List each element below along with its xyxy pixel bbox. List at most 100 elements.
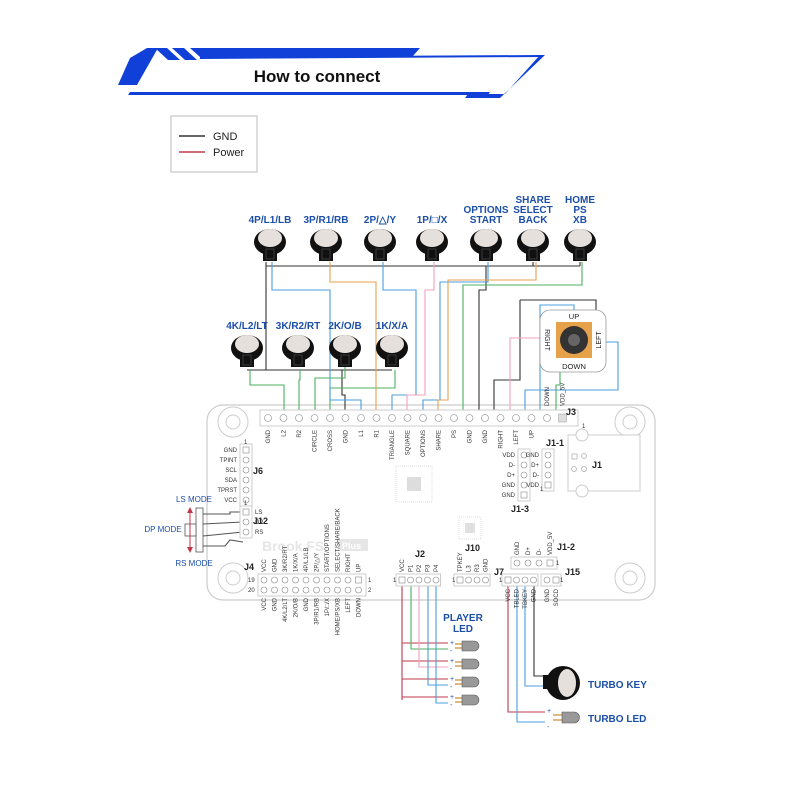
button-cap xyxy=(420,229,444,247)
j3-pin xyxy=(341,414,350,422)
j3-name: J3 xyxy=(566,407,576,417)
j4-bottom-pin-label: LEFT xyxy=(346,598,352,613)
button-stem xyxy=(385,352,399,367)
j3-pin xyxy=(279,414,288,422)
button-stem xyxy=(526,246,540,261)
j3-pin-label: DOWN xyxy=(545,387,551,406)
pin-square xyxy=(544,481,552,489)
button-cap xyxy=(314,229,338,247)
pin xyxy=(544,471,552,479)
legend: GND Power xyxy=(170,115,258,173)
button-label: XB xyxy=(573,215,587,226)
j4-name: J4 xyxy=(244,562,254,572)
player-led-label-1: PLAYER xyxy=(443,613,483,624)
wire-down xyxy=(555,372,561,418)
j2-name: J2 xyxy=(415,549,425,559)
j3-pin xyxy=(310,414,319,422)
j6-pin-label: TPRST xyxy=(217,488,237,494)
wire-dp xyxy=(202,521,244,525)
wire-tbled xyxy=(516,585,545,723)
j12-name: J12 xyxy=(253,516,268,526)
usb-pad xyxy=(581,466,587,472)
pin xyxy=(292,586,299,594)
button-label: 1P/□/X xyxy=(417,215,448,226)
pin xyxy=(530,576,537,584)
pin xyxy=(520,481,528,489)
wire-cross xyxy=(329,370,396,418)
j3-pin-label: TRIANGLE xyxy=(390,430,396,460)
j7-pin-label: GND xyxy=(532,588,538,602)
pin xyxy=(271,576,278,584)
banner-top-bar xyxy=(190,48,420,57)
usb-tab xyxy=(575,484,589,498)
wire-options xyxy=(422,262,489,418)
led-minus-sign: - xyxy=(450,648,453,655)
usb-tab xyxy=(575,428,589,442)
j3-pin-label: OPTIONS xyxy=(421,430,427,457)
button-stem xyxy=(319,246,333,261)
j2-pin-label: P2 xyxy=(417,564,423,572)
pin-square xyxy=(242,446,250,454)
pin xyxy=(513,576,520,584)
led-plus-sign: + xyxy=(547,708,551,715)
j1-2-pin-label: D- xyxy=(537,549,543,555)
j4-top-pin-label: RIGHT xyxy=(346,553,352,572)
pin xyxy=(520,451,528,459)
j3-pin xyxy=(326,414,334,422)
player-led-4: +- xyxy=(450,694,480,709)
j3-pin xyxy=(512,414,520,422)
wire-ps xyxy=(462,262,583,418)
button-terminal xyxy=(265,248,275,260)
wire-triangle xyxy=(382,262,417,418)
button-stem xyxy=(373,246,387,261)
j3-pin-label: PS xyxy=(452,430,458,438)
dp-mode-label: DP MODE xyxy=(144,525,181,534)
pin1-marker: 1 xyxy=(244,440,248,446)
j3-pin xyxy=(357,414,365,422)
led-plus-sign: + xyxy=(450,676,454,683)
button-cap xyxy=(286,335,310,353)
j4-bottom-pin-label: GND xyxy=(273,597,279,611)
j3-pin-label: L2 xyxy=(282,429,288,436)
pin-square xyxy=(504,576,512,584)
pin xyxy=(334,576,341,584)
j1-2-pin-label: VDD_5V xyxy=(548,532,554,555)
switch-body xyxy=(195,507,204,553)
pin1-marker: 1 xyxy=(393,578,397,584)
banner-stripe-1 xyxy=(155,48,180,60)
pin xyxy=(242,496,250,504)
pin xyxy=(334,586,341,594)
j10-pin-label: TPKEY xyxy=(458,552,464,572)
j4-row-left-20: 20 xyxy=(248,588,255,594)
wire-rs2 xyxy=(203,539,244,547)
j3-header xyxy=(259,409,579,427)
j4-top-pin-label: VCC xyxy=(262,559,268,572)
joystick-left-label: LEFT xyxy=(596,331,603,349)
j3-pin xyxy=(403,414,412,422)
j1-1-header xyxy=(541,448,555,492)
wire-joy-gnd2 xyxy=(493,300,521,418)
pin-square xyxy=(355,576,362,584)
j1-1-pin-label: GND xyxy=(526,453,540,459)
button-terminal xyxy=(340,354,350,366)
wire-r1 xyxy=(329,262,377,418)
j4-top-pin-label: 3K/R2/RT xyxy=(283,545,289,572)
pin xyxy=(242,476,250,484)
led-plus-sign: + xyxy=(450,658,454,665)
pin xyxy=(524,559,532,567)
led-body xyxy=(461,658,480,670)
pin xyxy=(473,576,481,584)
wire-turbo-gnd xyxy=(533,585,545,677)
j1-label: J1 xyxy=(592,460,602,470)
pin-square xyxy=(552,576,560,584)
button-top-2: 2P/△/Y xyxy=(364,215,396,261)
mcu-core xyxy=(407,477,421,491)
wire-turbo-vcc xyxy=(507,585,545,713)
j6-pin-label: SCL xyxy=(225,468,237,474)
pin xyxy=(313,576,320,584)
button-top-3: 1P/□/X xyxy=(416,215,448,261)
usb-pad xyxy=(571,466,577,472)
j1-3-pin-label: GND xyxy=(502,483,516,489)
